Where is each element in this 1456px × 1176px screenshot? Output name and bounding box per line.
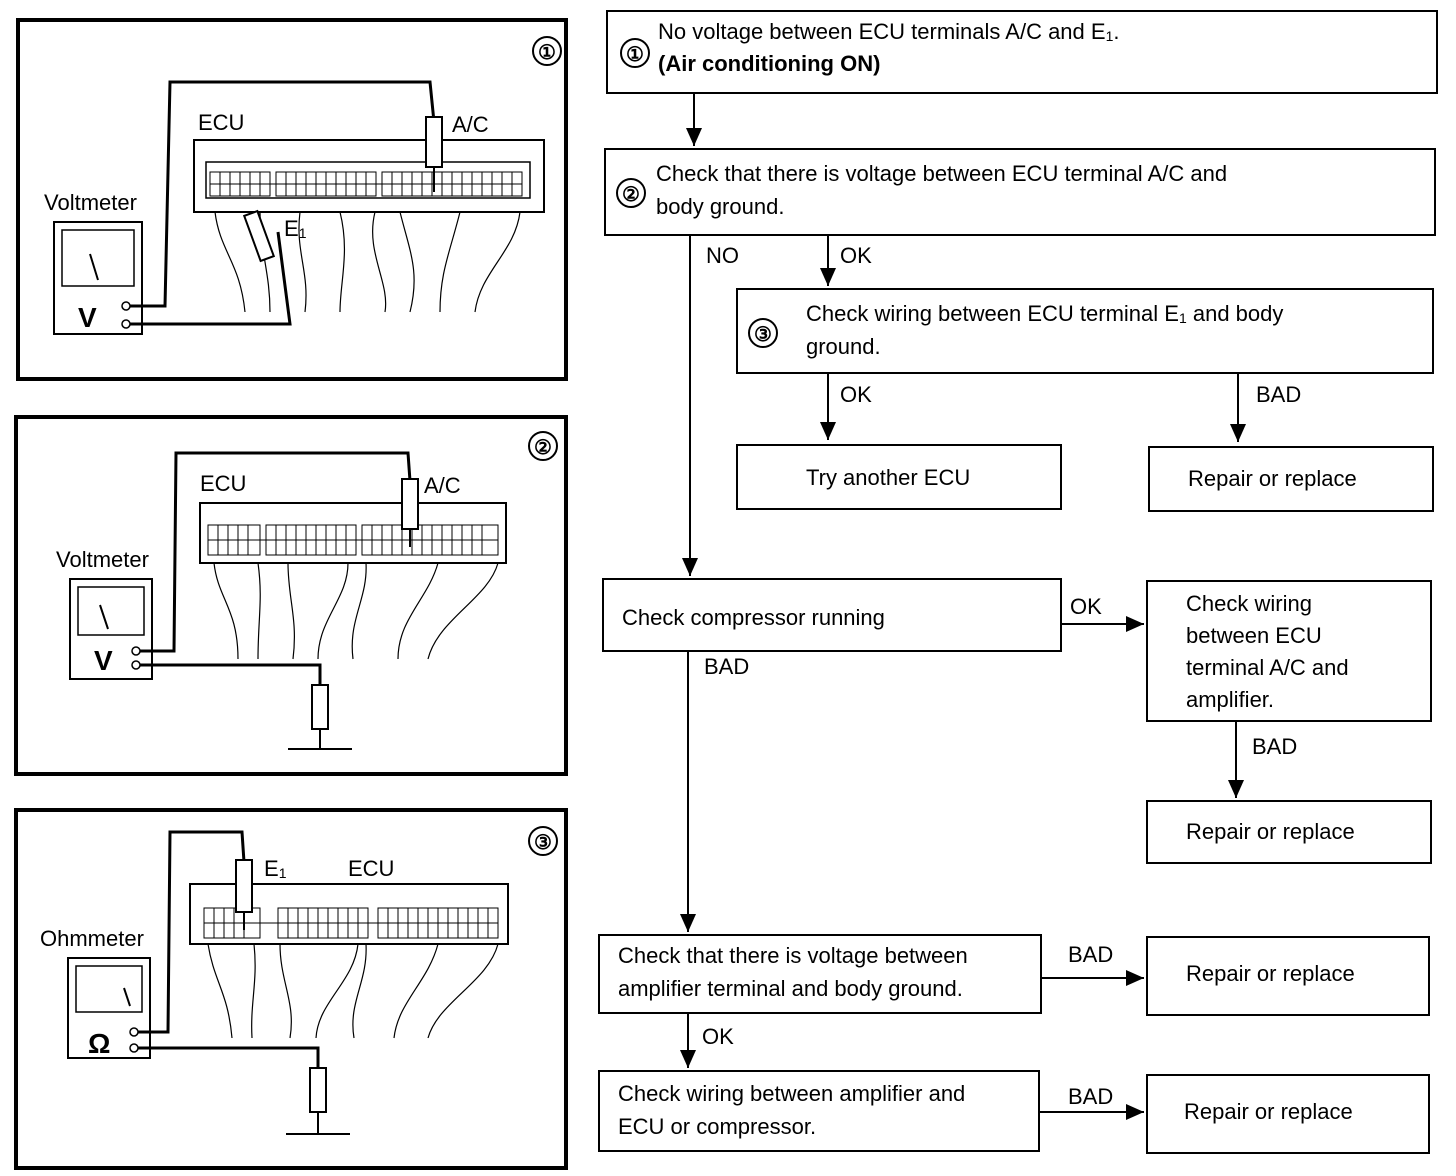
panel-2-number: ②	[528, 431, 558, 461]
step1-box: ① No voltage between ECU terminals A/C a…	[606, 10, 1438, 94]
label-bad-voltage: BAD	[1068, 942, 1114, 967]
check-wiring-amp-box: Check wiring between ECU terminal A/C an…	[1146, 580, 1432, 722]
check-wiring-final-box: Check wiring between amplifier and ECU o…	[598, 1070, 1040, 1152]
panel-1-e1-letter: E	[284, 216, 299, 241]
panel-1-e1-sub: 1	[298, 225, 307, 241]
check-wiring-amp-line1: Check wiring	[1186, 591, 1312, 616]
step2-box: ② Check that there is voltage between EC…	[604, 148, 1436, 236]
panel-2-ecu-label: ECU	[200, 471, 247, 496]
step1-line1-text: No voltage between ECU terminals A/C and…	[658, 19, 1106, 44]
step1-line1: No voltage between ECU terminals A/C and…	[658, 16, 1119, 52]
panel-2-illustration	[69, 451, 507, 750]
panel-2-ac-label: A/C	[424, 473, 461, 498]
label-no: NO	[706, 243, 739, 268]
label-ok-step2: OK	[840, 243, 872, 268]
repair-box-1: Repair or replace	[1148, 446, 1434, 512]
step1-number: ①	[620, 38, 650, 68]
repair-box-2-text: Repair or replace	[1186, 819, 1355, 844]
check-voltage-amp-line2: amplifier terminal and body ground.	[618, 976, 963, 1001]
panel-3-ecu-label: ECU	[348, 856, 395, 881]
panel-1-e1-label: E1	[284, 216, 307, 241]
step1-line2: (Air conditioning ON)	[658, 51, 881, 76]
repair-box-3-text: Repair or replace	[1186, 961, 1355, 986]
panel-2-meter-symbol: V	[94, 645, 113, 676]
check-voltage-amp-line1: Check that there is voltage between	[618, 943, 968, 968]
check-wiring-amp-line2: between ECU	[1186, 623, 1322, 648]
panel-3-number: ③	[528, 826, 558, 856]
label-bad-final: BAD	[1068, 1084, 1114, 1109]
panel-1-number: ①	[532, 36, 562, 66]
step3-line1-sub: 1	[1178, 310, 1187, 326]
check-wiring-final-line2: ECU or compressor.	[618, 1114, 817, 1139]
panel-1-ecu-label: ECU	[198, 110, 245, 135]
panel-3-meter-label: Ohmmeter	[40, 926, 144, 951]
step3-box: ③ Check wiring between ECU terminal E1 a…	[736, 288, 1434, 374]
step1-line1-sub: 1	[1105, 28, 1114, 44]
compressor-text: Check compressor running	[622, 605, 885, 630]
repair-box-4: Repair or replace	[1146, 1074, 1430, 1154]
panel-1-ac-label: A/C	[452, 112, 489, 137]
try-another-ecu-text: Try another ECU	[806, 465, 971, 490]
diagram-panel-3: ③ E1 ECU Ohmmeter Ω	[14, 808, 568, 1170]
panel-1-meter-symbol: V	[78, 302, 97, 333]
repair-box-2: Repair or replace	[1146, 800, 1432, 864]
diagram-panel-1: ① ECU A/C E1 Voltmeter V	[16, 18, 568, 381]
step1-line1-end: .	[1113, 19, 1120, 44]
step2-line2: body ground.	[656, 194, 785, 219]
panel-1-illustration	[53, 80, 545, 335]
label-ok-voltage: OK	[702, 1024, 734, 1049]
step2-number: ②	[616, 178, 646, 208]
try-another-ecu-box: Try another ECU	[736, 444, 1062, 510]
panel-3-e1-letter: E	[264, 856, 279, 881]
check-wiring-amp-line3: terminal A/C and	[1186, 655, 1349, 680]
compressor-box: Check compressor running	[602, 578, 1062, 652]
check-voltage-amp-box: Check that there is voltage between ampl…	[598, 934, 1042, 1014]
panel-3-meter-symbol: Ω	[88, 1028, 111, 1059]
step3-line2: ground.	[806, 334, 881, 359]
panel-1-meter-label: Voltmeter	[44, 190, 137, 215]
panel-2-meter-label: Voltmeter	[56, 547, 149, 572]
repair-box-3: Repair or replace	[1146, 936, 1430, 1016]
label-ok-compressor: OK	[1070, 594, 1102, 619]
diagram-panel-2: ② ECU A/C Voltmeter V	[14, 415, 568, 776]
panel-3-e1-sub: 1	[278, 865, 287, 881]
step2-line1: Check that there is voltage between ECU …	[656, 161, 1228, 186]
label-bad-compressor: BAD	[704, 654, 750, 679]
step3-line1-end: and body	[1186, 301, 1284, 326]
step3-line1-text: Check wiring between ECU terminal E	[806, 301, 1179, 326]
check-wiring-final-line1: Check wiring between amplifier and	[618, 1081, 966, 1106]
panel-3-illustration	[67, 830, 509, 1135]
step3-line1: Check wiring between ECU terminal E1 and…	[806, 298, 1283, 334]
label-ok-step3: OK	[840, 382, 872, 407]
label-bad-step3: BAD	[1256, 382, 1302, 407]
label-bad-wiring: BAD	[1252, 734, 1298, 759]
repair-box-4-text: Repair or replace	[1184, 1099, 1353, 1124]
check-wiring-amp-line4: amplifier.	[1186, 687, 1275, 712]
panel-3-e1-label: E1	[264, 856, 287, 881]
step3-number: ③	[748, 318, 778, 348]
repair-box-1-text: Repair or replace	[1188, 466, 1357, 491]
